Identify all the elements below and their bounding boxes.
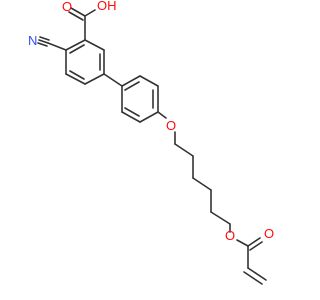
- ring2-bond-5: [121, 111, 141, 123]
- biphenyl-link-bond: [103, 73, 123, 87]
- nitrile-triple-bond-3: [37, 42, 48, 47]
- nitrile-n-label: N: [28, 33, 37, 48]
- ester-o-label: O: [225, 228, 235, 243]
- acid-carbonyl-bond-2: [68, 11, 84, 21]
- chain-bond-5: [210, 211, 231, 225]
- vinyl-double-bond-2: [243, 271, 263, 285]
- chain-bond-1: [174, 143, 194, 157]
- acid-carbonyl-bond: [70, 7, 86, 17]
- bond-layer: [37, 7, 267, 285]
- acid-oh-bond: [84, 9, 96, 17]
- acid-oh-label: OH: [97, 0, 117, 13]
- ring2-bond-2: [139, 75, 159, 87]
- atom-label-layer: OH O N O O O: [28, 0, 274, 243]
- ring1-bond-4-inner: [69, 70, 85, 80]
- ester-carbonyl-bond: [247, 237, 261, 247]
- ring2-bond-4: [139, 111, 159, 123]
- ring1-bond-6: [65, 39, 86, 51]
- ring2-bond-1: [121, 75, 141, 87]
- aryl-ether-bond: [157, 111, 167, 119]
- vinyl-double-bond: [247, 267, 267, 281]
- ring2-bond-5-inner: [124, 107, 140, 117]
- ether-o-label: O: [166, 118, 176, 133]
- acid-carbonyl-o-label: O: [62, 0, 72, 14]
- ester-o-carbon-bond: [236, 239, 249, 247]
- nitrile-single-bond: [47, 42, 67, 51]
- ring2-bond-1-inner: [124, 81, 140, 91]
- chain-bond-3: [192, 177, 212, 191]
- ring1-bond-1: [84, 39, 105, 51]
- ring1-bond-3: [84, 73, 105, 85]
- ring1-bond-4: [65, 73, 86, 85]
- molecule-structure-canvas: OH O N O O O: [28, 0, 275, 285]
- ester-carbonyl-bond-2: [249, 241, 263, 251]
- ester-carbonyl-o-label: O: [264, 226, 274, 241]
- nitrile-triple-bond-1: [38, 39, 49, 44]
- ring1-bond-6-inner: [69, 44, 85, 54]
- nitrile-triple-bond-2: [39, 36, 50, 41]
